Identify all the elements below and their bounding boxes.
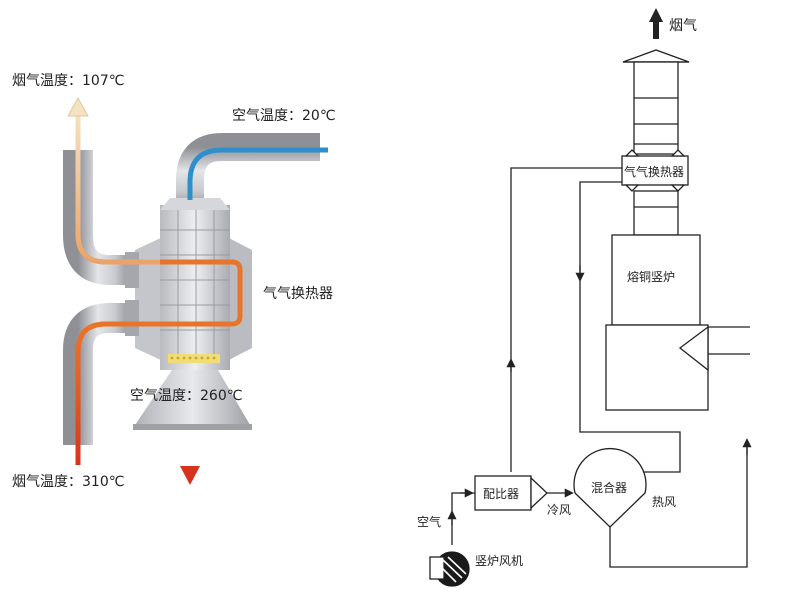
flue-outlet-arrow [67, 96, 89, 117]
exchanger-body-front [160, 205, 230, 370]
proportioner-nozzle [530, 476, 548, 510]
shaft-furnace-label: 熔铜竖炉 [627, 269, 675, 284]
exchanger-lower-stack [633, 190, 679, 236]
furnace-burner-triangle [678, 325, 709, 372]
hot-air-down-line [579, 181, 681, 473]
flue-inlet-temp-label: 烟气温度：310℃ [12, 474, 124, 490]
mixer-label: 混合器 [591, 480, 627, 495]
air-label: 空气 [417, 514, 441, 529]
flue-inlet-duct [63, 303, 135, 445]
air-supply-line [451, 492, 475, 545]
air-inlet-flow [187, 147, 328, 200]
heater-strip [168, 354, 220, 363]
exchanger-grid [160, 210, 230, 360]
hot-air-label: 热风 [652, 495, 676, 509]
heat-exchanger-label: 气气换热器 [263, 285, 333, 302]
shaft-furnace-blower [429, 551, 470, 587]
proportioner-label: 配比器 [483, 487, 519, 501]
flange-upper [125, 252, 139, 288]
heat-exchanger-illustration: 烟气温度：107℃ 空气温度：20℃ 气气换热器 空气温度：260℃ 烟气温度：… [12, 73, 336, 490]
air-inlet-temp-label: 空气温度：20℃ [232, 108, 336, 124]
blower-label: 竖炉风机 [475, 554, 523, 568]
flue-outlet-temp-label: 烟气温度：107℃ [12, 73, 124, 89]
air-line-to-exchanger [510, 167, 622, 472]
mixed-air-return-line [609, 440, 748, 568]
air-outlet-temp-label: 空气温度：260℃ [130, 388, 242, 404]
chimney-stack [633, 61, 679, 155]
flue-inlet-flow [75, 321, 160, 465]
process-flow-schematic [429, 8, 752, 587]
flue-top-arrow-stem [653, 21, 659, 39]
chimney-cap [622, 49, 690, 63]
flue-top-label: 烟气 [669, 18, 697, 34]
exchanger-body-left [135, 236, 165, 362]
flue-outlet-flow [75, 112, 160, 265]
flue-top-arrow [649, 8, 663, 22]
schematic-heat-exchanger [621, 155, 689, 186]
air-outlet-arrow [180, 466, 200, 485]
flange-lower [125, 300, 139, 336]
mixer [573, 448, 647, 528]
shaft-furnace [611, 234, 701, 326]
exchanger-top-cap [160, 198, 230, 210]
cold-air-label: 冷风 [547, 503, 571, 517]
schematic-heat-exchanger-label: 气气换热器 [624, 164, 684, 179]
